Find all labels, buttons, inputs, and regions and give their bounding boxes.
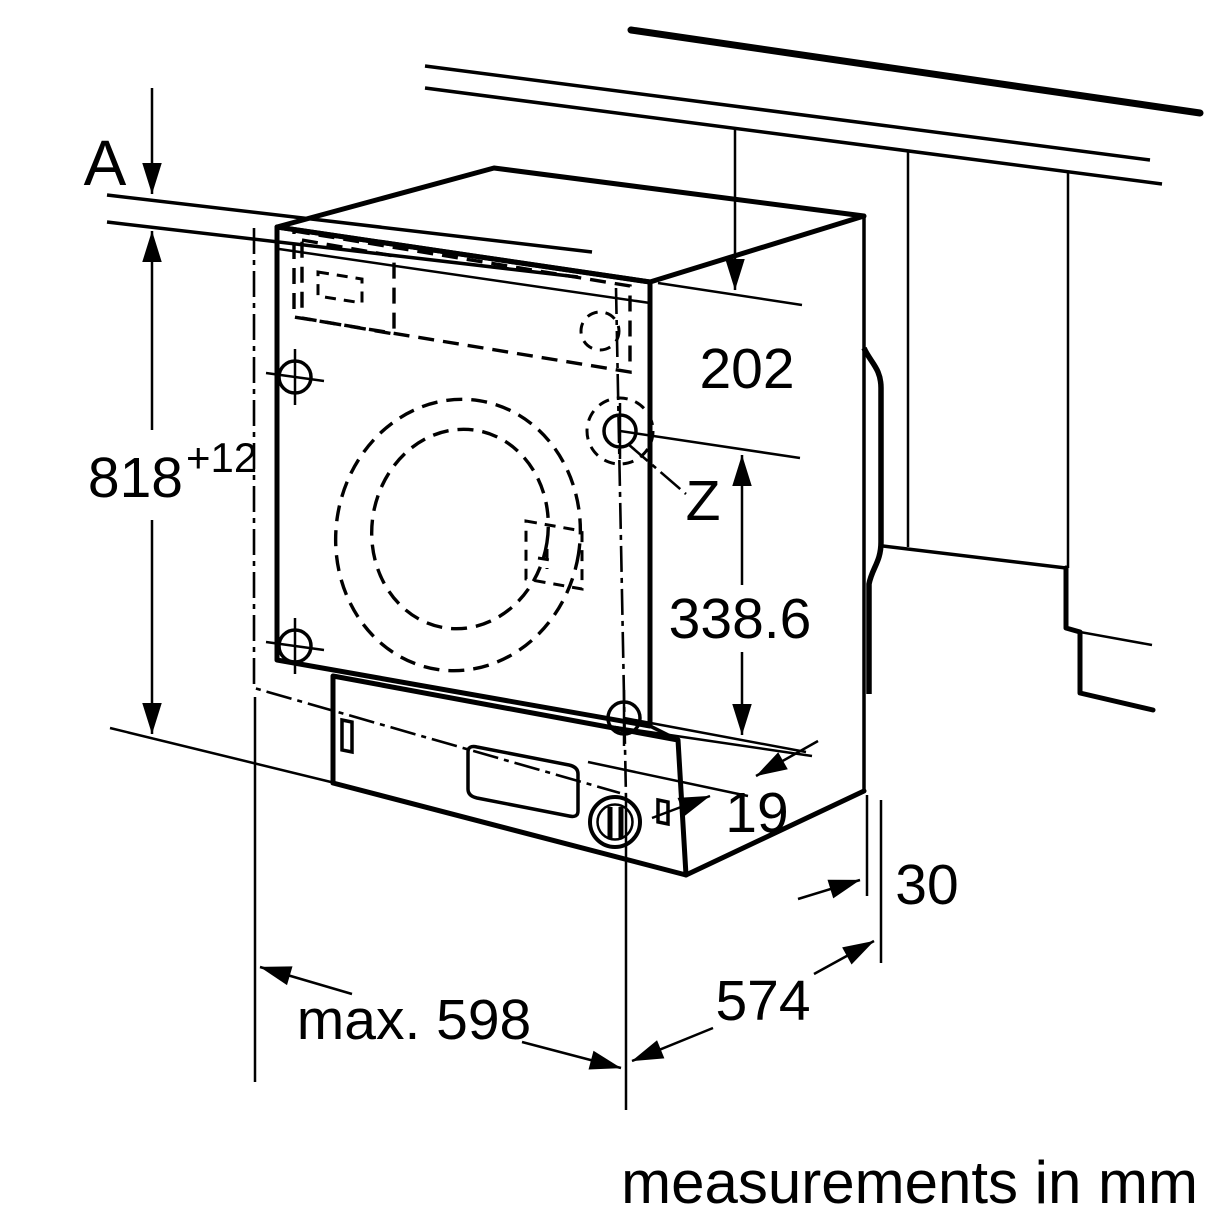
mounting-hole-bottom-left (265, 618, 325, 674)
appliance-drawing (252, 165, 884, 878)
dim-niche-height: 818 +12 (88, 230, 336, 785)
dim-plinth-recess: 19 (587, 725, 819, 845)
dim-worktop-thickness: A (84, 88, 162, 199)
cabinet-shelf-line (882, 544, 1067, 570)
appliance-front-face (274, 224, 653, 729)
surround-cabinetry (424, 26, 1204, 713)
label-worktop-thickness: A (84, 127, 127, 199)
label-top-clearance: 202 (699, 337, 794, 401)
hinge-leader-line (627, 443, 687, 495)
cabinet-plinth-step (1063, 565, 1156, 713)
label-rear-clearance: 30 (895, 853, 958, 917)
label-niche-height-tolerance: +12 (186, 434, 257, 481)
control-panel-outline (292, 228, 632, 375)
label-niche-height: 818 (88, 446, 183, 510)
footer-note: measurements in mm (621, 1149, 1198, 1214)
furniture-door-profile (861, 346, 884, 694)
label-appliance-depth: 574 (715, 969, 810, 1033)
appliance-bottom-side-edge (683, 788, 867, 878)
service-flap (466, 744, 580, 819)
door-outline (333, 397, 583, 673)
drawer-handle-detail (316, 270, 364, 305)
label-hinge-point: Z (686, 469, 721, 533)
worktop-left (106, 193, 593, 279)
label-plinth-recess: 19 (725, 781, 788, 845)
top-rim-line (278, 247, 651, 305)
plinth-slot (340, 717, 354, 755)
centerline-left (252, 228, 621, 795)
porthole-outline (369, 427, 551, 631)
dim-top-clearance: 202 (657, 128, 803, 401)
floor-reference-line (109, 726, 336, 785)
dim-appliance-depth: 574 (631, 969, 811, 1063)
dim-rear-clearance: 30 (797, 795, 959, 976)
detergent-drawer-outline (300, 237, 396, 337)
dim-hinge-offset: Z 338.6 (619, 429, 812, 754)
mounting-hole-top-left (265, 349, 325, 405)
label-max-depth: max. 598 (297, 988, 531, 1052)
drain-filter-cap (588, 795, 642, 849)
label-hinge-offset: 338.6 (669, 587, 812, 651)
dim-max-depth: max. 598 (253, 697, 628, 1110)
upper-worktop-edge (627, 26, 1204, 117)
door-grip-outline (524, 519, 584, 591)
program-dial-outline (579, 310, 621, 352)
